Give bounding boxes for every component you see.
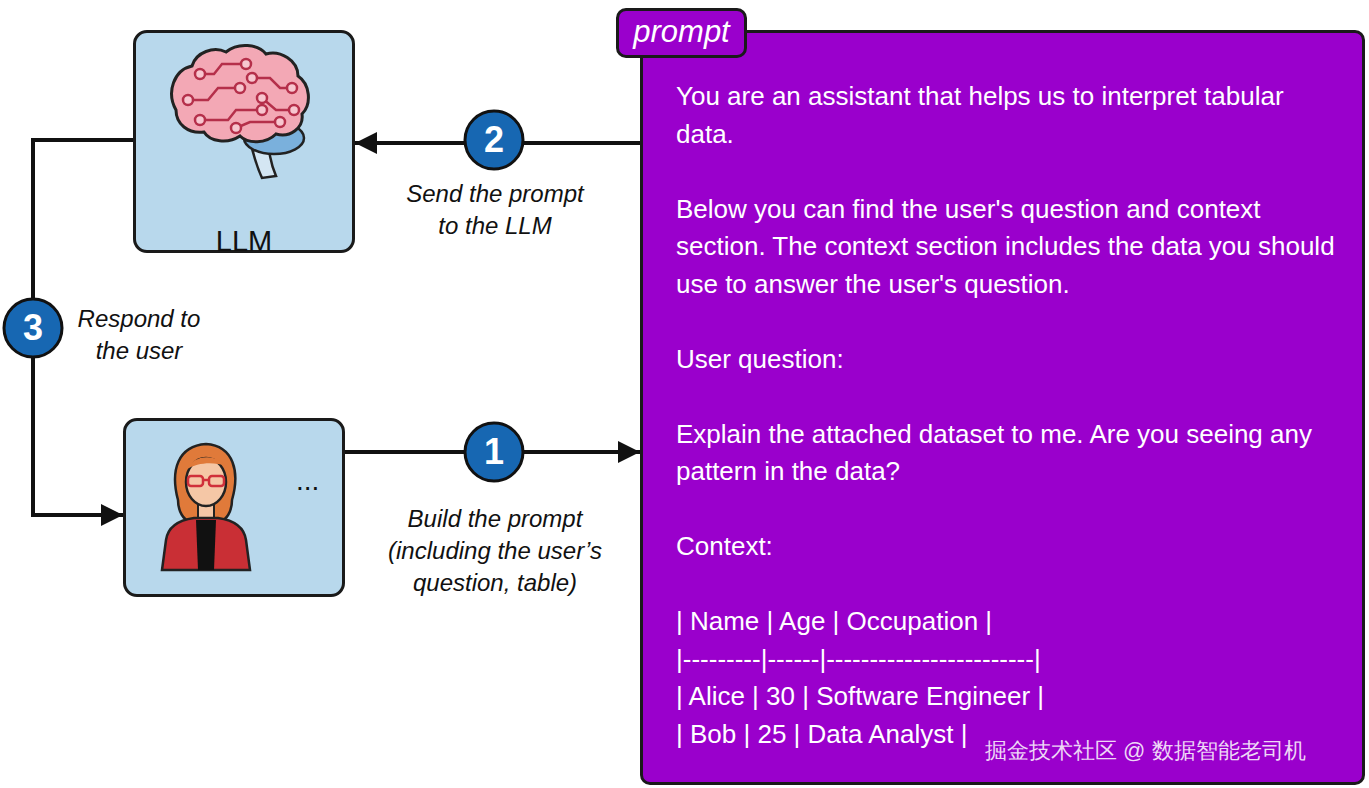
glasses-bridge: [203, 479, 209, 482]
edge-label: Build the prompt (including the user’s q…: [365, 503, 625, 599]
circuit-node: [235, 83, 245, 93]
brain-icon: [172, 45, 309, 178]
node-label: ...: [296, 463, 319, 499]
callout-number: 2: [465, 111, 523, 169]
callout-number: 1: [465, 423, 523, 481]
circuit-node: [247, 73, 257, 83]
user-box: ...: [123, 418, 345, 597]
circuit-trace: [200, 110, 262, 120]
table-row: |---------|------|----------------------…: [676, 641, 1346, 679]
fringe: [186, 457, 226, 470]
prompt-text: Below you can find the user's question a…: [676, 191, 1346, 304]
brain-shape: [172, 45, 309, 141]
face: [186, 458, 226, 506]
node-label: LLM: [136, 223, 352, 259]
jacket: [162, 518, 250, 570]
circuit-node: [231, 123, 241, 133]
hair: [175, 444, 235, 522]
circuit-trace: [236, 122, 280, 128]
neck: [198, 500, 214, 522]
edge-label: Send the prompt to the LLM: [395, 178, 595, 242]
callout-circles: [4, 111, 523, 481]
glasses: [188, 476, 224, 486]
circuit-trace: [200, 64, 246, 74]
prompt-box: promptYou are an assistant that helps us…: [640, 30, 1365, 785]
circuit-node: [195, 115, 205, 125]
table-row: | Alice | 30 | Software Engineer |: [676, 678, 1346, 716]
prompt-text: User question:: [676, 341, 1346, 379]
model-box: LLM: [133, 30, 355, 253]
prompt-text: Context:: [676, 528, 1346, 566]
callout-circle: [4, 299, 62, 357]
table-row: | Name | Age | Occupation |: [676, 603, 1346, 641]
circuit-node: [275, 117, 285, 127]
tab-heading: prompt: [616, 8, 747, 58]
circuit-trace: [188, 88, 240, 100]
brain-stem: [248, 132, 276, 178]
flow-arrow: [355, 141, 640, 145]
cerebellum: [244, 122, 304, 154]
circuit-trace: [262, 98, 294, 110]
circuit-node: [257, 93, 267, 103]
shirt: [196, 520, 216, 570]
circuit-node: [241, 59, 251, 69]
edge-label: Respond to the user: [64, 303, 214, 367]
flow-arrow: [345, 450, 640, 454]
circuit-node: [257, 105, 267, 115]
circuit-node: [183, 95, 193, 105]
user-icon: [162, 444, 250, 570]
glasses-lens: [188, 476, 203, 486]
table-row: | Bob | 25 | Data Analyst |: [676, 716, 1346, 754]
callout-number: 3: [4, 299, 62, 357]
prompt-text: Explain the attached dataset to me. Are …: [676, 416, 1346, 491]
flow-arrow: [33, 140, 133, 515]
circuit-nodes: [183, 59, 299, 133]
callout-circle: [465, 111, 523, 169]
prompt-body: You are an assistant that helps us to in…: [676, 78, 1346, 753]
circuit-trace: [252, 78, 292, 88]
circuit-node: [289, 105, 299, 115]
glasses-lens: [209, 476, 224, 486]
prompt-text: You are an assistant that helps us to in…: [676, 78, 1346, 153]
brain-circuit: [188, 64, 294, 128]
circuit-node: [287, 83, 297, 93]
circuit-node: [195, 69, 205, 79]
callout-circle: [465, 423, 523, 481]
